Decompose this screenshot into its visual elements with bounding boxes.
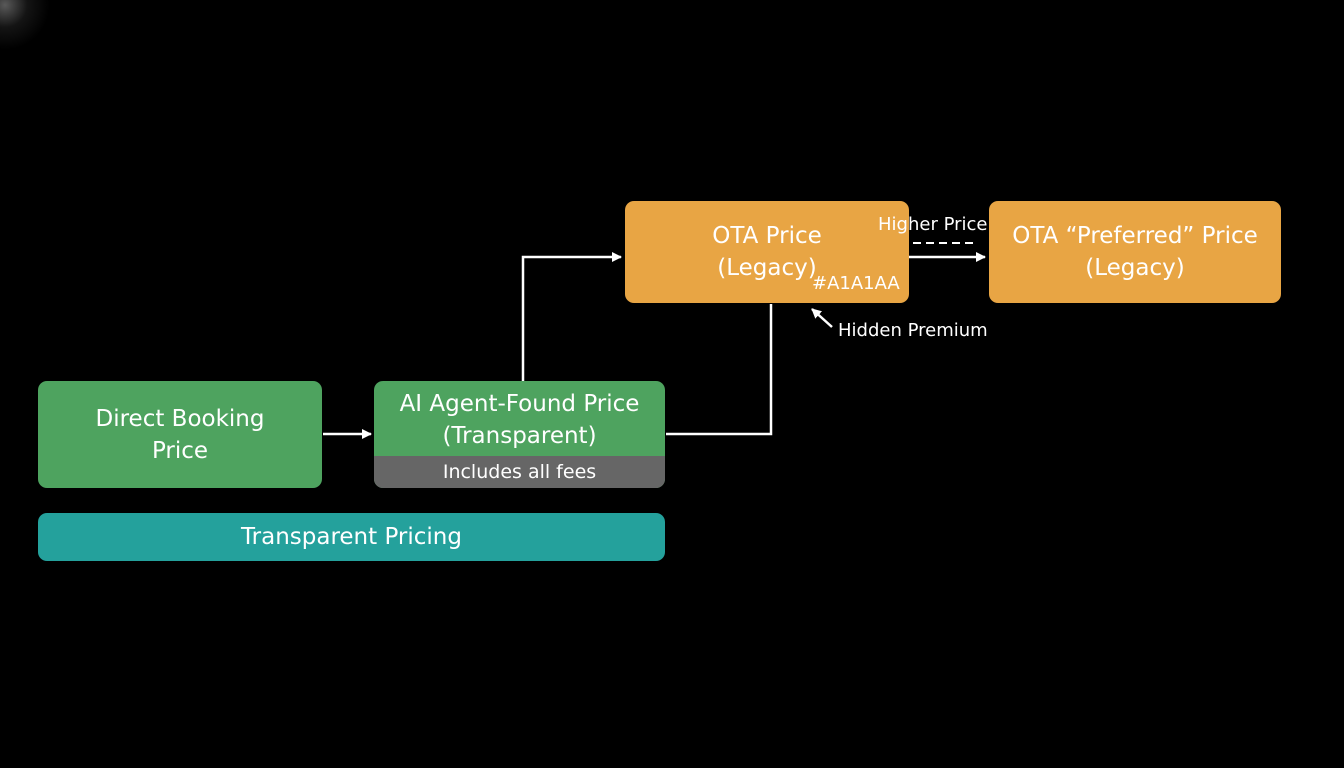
connector-agent-to-ota-bottom [666, 304, 773, 436]
arrow-hidden-premium [811, 308, 833, 328]
corner-glow [0, 0, 50, 50]
ota-price-line2: (Legacy) [717, 255, 817, 281]
hex-code-label: #A1A1AA [812, 273, 900, 294]
agent-price-line1: AI Agent-Found Price [399, 390, 640, 417]
direct-booking-box: Direct Booking Price [38, 381, 322, 488]
ota-price-box: OTA Price (Legacy) [625, 201, 909, 303]
agent-price-line2: (Transparent) [442, 422, 597, 449]
ota-preferred-line2: (Legacy) [1085, 255, 1185, 281]
ota-price-line1: OTA Price [712, 223, 822, 249]
hidden-premium-label: Hidden Premium [838, 320, 988, 341]
agent-price-box: AI Agent-Found Price (Transparent) Inclu… [374, 381, 665, 488]
includes-fees-bar: Includes all fees [374, 456, 665, 488]
ota-preferred-price-box: OTA “Preferred” Price (Legacy) [989, 201, 1281, 303]
direct-booking-line2: Price [151, 437, 209, 464]
ota-preferred-line1: OTA “Preferred” Price [1012, 223, 1258, 249]
direct-booking-line1: Direct Booking [95, 405, 265, 432]
transparent-pricing-bar: Transparent Pricing [38, 513, 665, 561]
arrow-agent-to-ota [521, 252, 622, 381]
higher-price-label: Higher Price [878, 214, 988, 235]
agent-price-title: AI Agent-Found Price (Transparent) [374, 381, 665, 456]
